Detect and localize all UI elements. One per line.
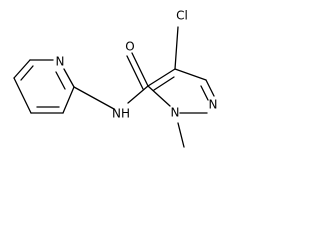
chemical-structure-canvas: Cl O NH N N N [13,8,218,148]
amide-linker [73,52,149,110]
pyridine-bond-6 [13,77,32,114]
pyrazole-ring [147,68,215,114]
pyrazole-double-bond-inner-2 [200,85,209,101]
pyridine-bond-1 [13,59,31,79]
pyrazole-bond-c3-n2 [205,79,215,97]
nh-to-carbonyl-bond [127,85,149,104]
pyrazole-double-bond-inner-1 [153,76,175,91]
molecule-diagram: Cl O NH N N N [13,9,218,148]
pyrazole-n2-label: N [209,98,218,112]
pyridine-ring [13,59,75,114]
pyridine-double-bond-inner-2 [55,71,66,90]
pyrazole-bond-c4-c3 [174,68,207,81]
pyrazole-n1-label: N [171,106,180,120]
carbonyl-oxygen-label: O [125,40,134,54]
pyrazole-bond-c5-c4 [147,68,176,87]
pyridine-bond-4 [62,86,75,114]
carbonyl-c-to-o-bond-inner [126,55,144,90]
pyridine-bond-3 [63,68,75,88]
amide-nitrogen-label: NH [112,107,130,121]
pyridine-double-bond-inner-1 [20,65,34,81]
chlorine-label: Cl [176,9,188,23]
methyl-bond [177,122,185,148]
carbonyl-c-to-o-bond-outer [131,52,149,87]
chlorine-bond [174,26,179,70]
pyridine-nitrogen-label: N [56,55,65,69]
pyridine-to-nh-bond [73,86,115,110]
pyrazole-bond-n1-c5 [147,85,171,107]
